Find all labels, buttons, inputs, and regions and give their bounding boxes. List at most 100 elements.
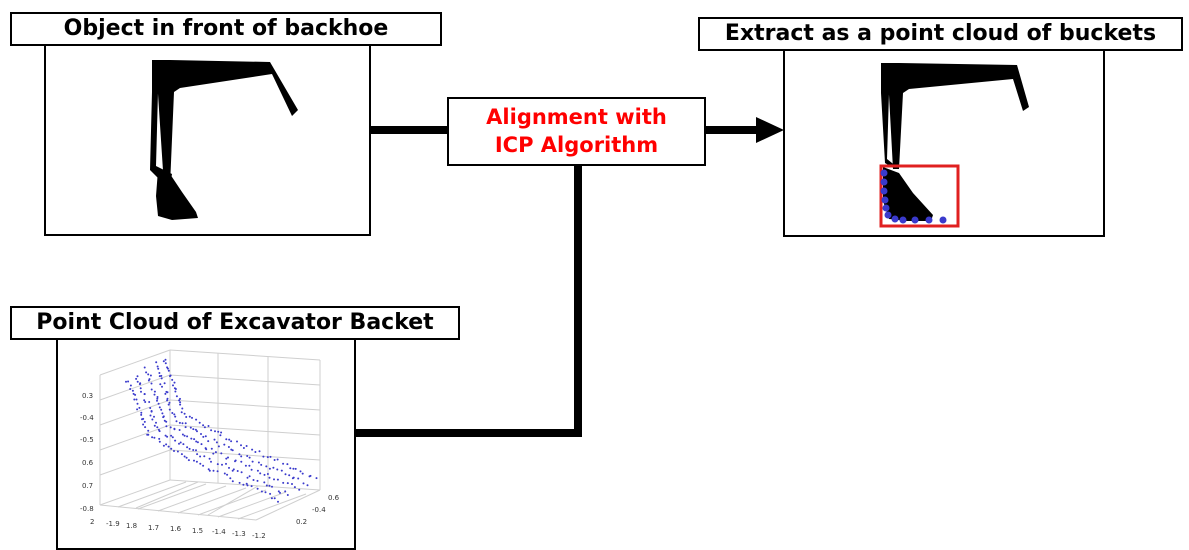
cloud-point [236, 470, 239, 472]
cloud-point [215, 441, 218, 444]
cloud-point [174, 388, 177, 390]
cloud-point [248, 464, 251, 467]
extract-title: Extract as a point cloud of buckets [698, 17, 1183, 51]
cloud-point [150, 388, 153, 391]
x-tick: -1.3 [232, 530, 246, 538]
cloud-point [199, 462, 202, 465]
cloud-point [174, 415, 177, 418]
cloud-point [181, 407, 184, 410]
cloud-point [289, 467, 292, 470]
cloud-point [200, 433, 202, 435]
y-tick: -0.4 [312, 506, 326, 514]
bucket-fitted-points [880, 169, 947, 224]
cloud-point [286, 494, 289, 496]
cloud-point [198, 421, 201, 424]
cloud-point [223, 472, 226, 475]
cloud-point [256, 479, 259, 482]
cloud-point [153, 415, 155, 418]
cloud-point [160, 408, 163, 411]
cloud-point [179, 403, 182, 406]
cloud-point [171, 378, 174, 381]
cloud-point [146, 433, 149, 436]
cloud-point [257, 461, 260, 464]
cloud-point [157, 367, 160, 370]
cloud-point [164, 362, 167, 365]
cloud-point [142, 423, 145, 426]
cloud-point [203, 455, 206, 458]
cloud-point [202, 464, 205, 467]
cloud-point [294, 467, 297, 470]
cloud-point [147, 429, 150, 432]
cloud-point [286, 463, 289, 466]
cloud-point [231, 449, 234, 452]
cloud-point [188, 447, 191, 450]
cloud-point [189, 426, 192, 429]
bucket-highlight-box [879, 164, 960, 228]
cloud-point [196, 453, 199, 456]
cloud-point [302, 482, 305, 485]
cloud-point [270, 497, 273, 500]
cloud-point [210, 460, 212, 463]
cloud-point [190, 437, 193, 440]
cloud-point [171, 436, 174, 439]
z-tick: -0.5 [80, 436, 94, 444]
cloud-point [282, 462, 285, 465]
cloud-point [265, 484, 268, 487]
cloud-point [138, 406, 141, 409]
cloud-point [149, 407, 152, 409]
y-tick: 0.2 [296, 518, 307, 526]
cloud-point [288, 474, 291, 477]
cloud-point [159, 383, 162, 386]
cloud-point [293, 486, 296, 489]
cloud-point [174, 439, 177, 442]
cloud-point [178, 442, 180, 445]
cloud-point [207, 468, 210, 471]
cloud-point [195, 460, 198, 463]
cloud-point [178, 399, 181, 402]
algorithm-box: Alignment with ICP Algorithm [447, 97, 706, 166]
cloud-point [143, 420, 146, 423]
cloud-point [185, 416, 188, 418]
cloud-point [158, 430, 161, 433]
backhoe-silhouette [150, 60, 298, 220]
cloud-point [208, 457, 211, 460]
x-tick: 1.5 [192, 527, 203, 535]
cloud-point [185, 456, 188, 459]
cloud-point [156, 396, 159, 398]
pointcloud-title: Point Cloud of Excavator Backet [10, 306, 460, 340]
cloud-point [254, 451, 257, 453]
cloud-point [212, 452, 215, 455]
cloud-point [174, 390, 177, 393]
cloud-point [236, 440, 238, 443]
cloud-point [166, 399, 169, 402]
cloud-point [138, 383, 141, 386]
cloud-point [242, 447, 245, 449]
cloud-point [276, 458, 279, 461]
cloud-point [187, 459, 190, 462]
cloud-point [284, 490, 287, 493]
cloud-point [204, 435, 207, 438]
algorithm-line-2: ICP Algorithm [494, 133, 659, 157]
cloud-point [262, 455, 265, 458]
cloud-point [166, 435, 169, 438]
cloud-point [284, 473, 287, 476]
cloud-point [205, 448, 208, 451]
cloud-point [178, 429, 181, 431]
cloud-point [263, 481, 266, 484]
connector-pointcloud-to-algorithm [356, 166, 582, 437]
cloud-point [229, 477, 232, 480]
cloud-point [234, 459, 237, 462]
cloud-point [166, 391, 169, 394]
x-tick: 1.7 [148, 524, 159, 532]
cloud-point [242, 483, 245, 486]
cloud-point [160, 374, 163, 377]
cloud-point [125, 380, 127, 383]
cloud-point [306, 484, 309, 487]
x-axis-ticks: 2 -1.9 1.8 1.7 1.6 1.5 -1.4 -1.3 -1.2 [90, 518, 266, 540]
cloud-point [143, 399, 146, 402]
cloud-point [227, 446, 230, 448]
cloud-point [216, 470, 219, 473]
cloud-point [135, 377, 138, 380]
cloud-point [168, 401, 171, 404]
